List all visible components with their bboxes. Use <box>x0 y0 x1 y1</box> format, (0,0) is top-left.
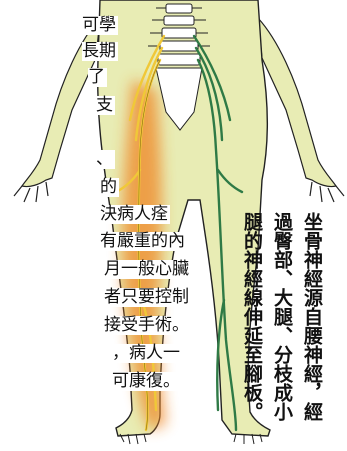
caption-column-3: 腿的神經線伸延至腳板。 <box>242 212 262 421</box>
article-line: 支 <box>96 96 115 115</box>
article-line: 長期 <box>82 42 118 61</box>
article-line: 決病人痊 <box>100 205 170 224</box>
caption-column-2: 過臀部、大腿、分枝成小 <box>272 212 292 421</box>
article-line: 月一般心臟 <box>104 260 191 279</box>
article-line: 了 <box>88 68 107 87</box>
article-line: ，病人一 <box>112 344 182 363</box>
article-line: 有嚴重的內 <box>100 232 187 251</box>
article-line: 者只要控制 <box>104 288 191 307</box>
caption-column-1: 坐骨神經源自腰神經，經 <box>302 212 322 421</box>
article-line: 的 <box>100 178 119 197</box>
article-line: 、 <box>96 150 115 169</box>
article-line: 接受手術。 <box>104 316 191 335</box>
article-line: 可康復。 <box>112 372 182 391</box>
article-line: 可學 <box>82 16 118 35</box>
right-arm <box>258 18 336 187</box>
